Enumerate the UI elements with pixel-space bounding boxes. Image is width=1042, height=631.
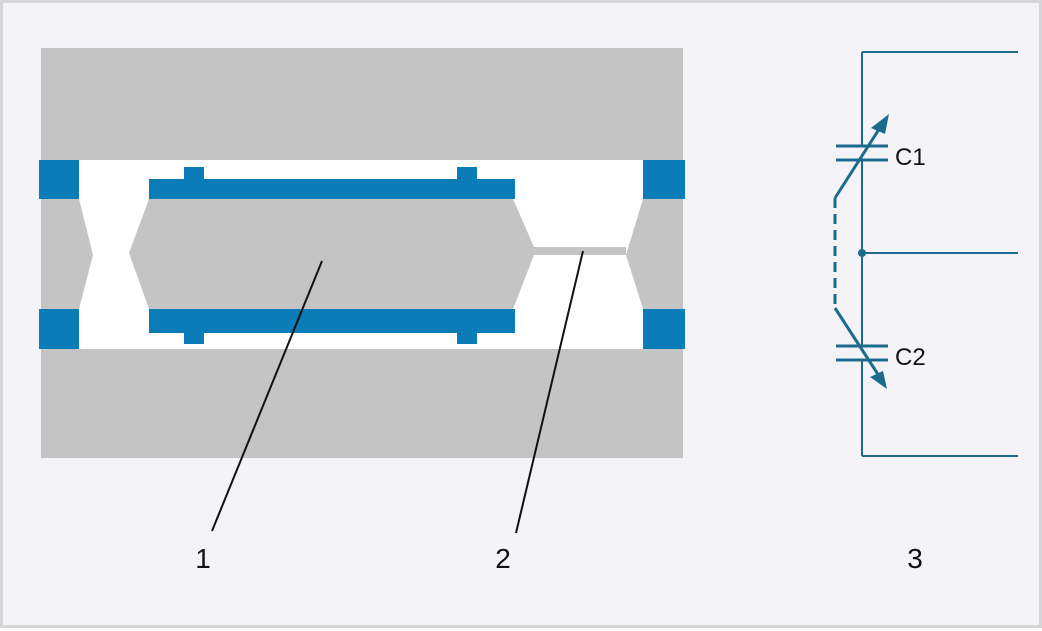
- callout-1: 1: [195, 543, 211, 574]
- callout-3: 3: [907, 543, 923, 574]
- circuit-node: [858, 249, 866, 257]
- electrode-right-top: [643, 160, 685, 199]
- leader-line-2: [515, 250, 584, 534]
- electrode-top-bar: [149, 167, 515, 199]
- movable-plate: [129, 199, 534, 309]
- capacitor-c1-label: C1: [895, 144, 926, 171]
- left-support: [41, 199, 93, 309]
- electrode-bottom-bar: [149, 309, 515, 344]
- equivalent-circuit: [833, 51, 1018, 457]
- capacitor-c1: [836, 144, 888, 162]
- c2-variable-arrow: [833, 307, 887, 389]
- mems-cross-section: [39, 48, 685, 458]
- electrode-left-top: [39, 160, 79, 199]
- right-support: [626, 199, 683, 309]
- spring-beam: [534, 247, 626, 255]
- leader-lines: [211, 250, 584, 534]
- electrode-right-bottom: [643, 309, 685, 349]
- capacitor-c2-label: C2: [895, 344, 926, 371]
- callout-2: 2: [495, 543, 511, 574]
- electrode-left-bottom: [39, 309, 79, 349]
- leader-line-1: [211, 260, 323, 532]
- capacitor-c2: [836, 344, 888, 362]
- c1-variable-arrow: [833, 114, 889, 199]
- diagram-canvas: 1 2 3: [39, 48, 1018, 574]
